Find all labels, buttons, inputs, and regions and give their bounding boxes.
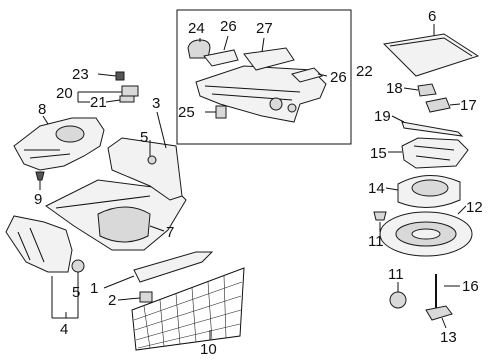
callout-19: 19 <box>374 108 391 125</box>
callout-26-right: 26 <box>330 69 347 86</box>
callout-13: 13 <box>440 329 457 346</box>
jack-handle <box>401 121 464 137</box>
callout-24: 24 <box>188 20 205 37</box>
callout-26-upper: 26 <box>220 18 237 35</box>
wrench-holder <box>425 97 451 113</box>
callout-20: 20 <box>56 85 73 102</box>
cargo-net <box>131 267 245 351</box>
push-pin <box>35 171 45 181</box>
shelf-cover-right <box>291 67 323 83</box>
callout-3: 3 <box>152 95 160 112</box>
callout-2: 2 <box>108 292 116 309</box>
callout-7: 7 <box>166 224 174 241</box>
shelf-clip-part <box>187 39 211 59</box>
callout-15: 15 <box>370 145 387 162</box>
callout-21: 21 <box>90 94 107 111</box>
spare-cap-upper <box>373 211 387 221</box>
trunk-side-panel-right <box>107 137 183 201</box>
shelf-pad <box>243 47 295 71</box>
inset-frame <box>176 9 352 145</box>
shelf-speaker-hole <box>269 97 283 111</box>
callout-labels: 1 2 3 4 5 5 6 7 8 9 10 11 11 12 13 14 15… <box>34 8 483 358</box>
callout-14: 14 <box>368 180 385 197</box>
trunk-lower-trim-panel <box>5 215 73 273</box>
callout-5-lower: 5 <box>72 284 80 301</box>
callout-17: 17 <box>460 97 477 114</box>
grommet-part <box>121 85 139 97</box>
trunk-floor-group <box>45 111 187 251</box>
shelf-cover-upper <box>203 49 239 67</box>
spare-cap-lower <box>389 291 407 309</box>
callout-6: 6 <box>428 8 436 25</box>
hold-down-wing-nut <box>425 305 453 321</box>
callout-4: 4 <box>60 321 68 338</box>
callout-9: 9 <box>34 191 42 208</box>
jack-handle-holder <box>417 83 437 97</box>
spare-tire-well <box>97 206 151 243</box>
callout-8: 8 <box>38 101 46 118</box>
callout-22: 22 <box>356 63 373 80</box>
trunk-mat-group <box>382 24 480 77</box>
sill-plate-group <box>103 251 214 303</box>
trunk-side-trim <box>13 117 105 171</box>
fastener-bolt <box>115 71 125 81</box>
callout-11-lower: 11 <box>388 266 404 283</box>
callout-25: 25 <box>178 104 195 121</box>
callout-5-upper: 5 <box>140 129 148 146</box>
jack-tray <box>401 137 469 169</box>
retainer-clip <box>119 95 135 103</box>
callout-12: 12 <box>466 199 483 216</box>
shelf-bracket <box>215 105 227 119</box>
trunk-sill-plate <box>133 251 214 283</box>
trim-grommet <box>71 259 85 273</box>
callout-10: 10 <box>200 341 217 358</box>
callout-1: 1 <box>90 280 98 297</box>
callout-27: 27 <box>256 20 273 37</box>
jack-tools-group <box>385 83 469 209</box>
lower-trim-group <box>5 215 85 319</box>
callout-23: 23 <box>72 66 89 83</box>
spare-tire-group <box>373 205 473 329</box>
sill-clip <box>139 291 153 303</box>
trim-fastener <box>147 155 157 165</box>
rear-shelf-inset <box>176 9 352 145</box>
callout-11-upper: 11 <box>368 233 384 250</box>
callout-16: 16 <box>462 278 479 295</box>
callout-18: 18 <box>386 80 403 97</box>
trunk-side-trim-group <box>13 71 139 190</box>
